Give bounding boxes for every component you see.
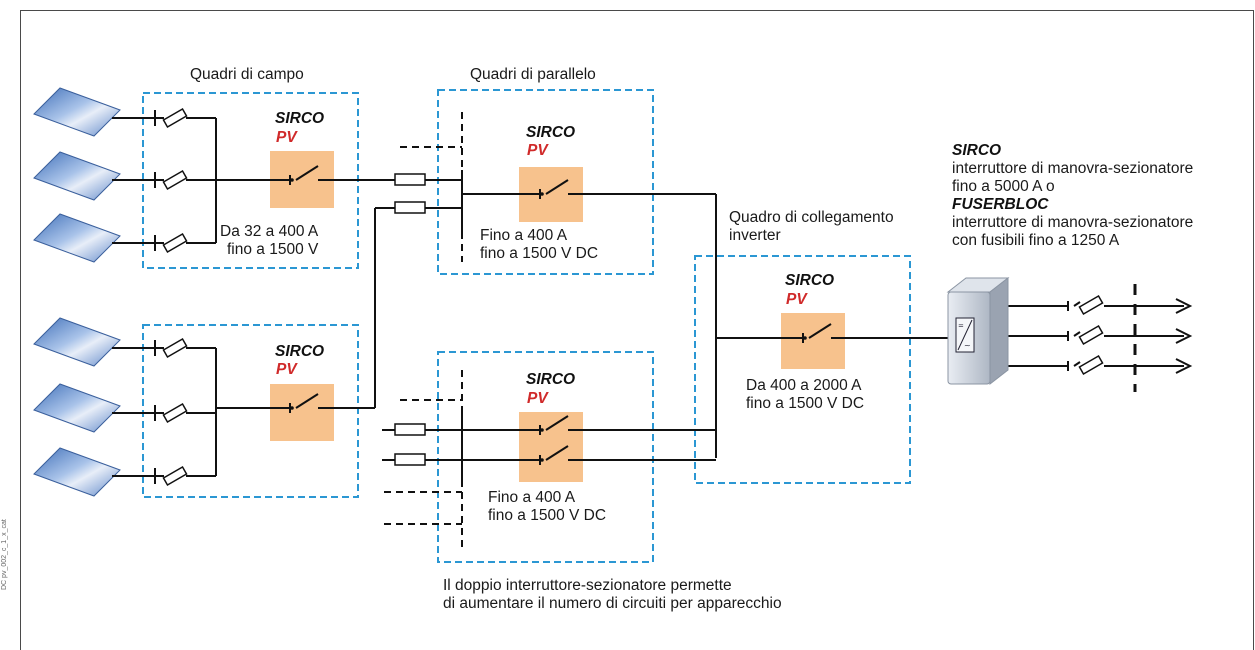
label-quadro-collegamento-2: inverter [729, 227, 781, 244]
outer-frame [20, 10, 1254, 650]
box-quadro-campo-bottom [142, 324, 359, 498]
fuse-icon [162, 108, 1104, 486]
rating-campo-voltage: fino a 1500 V [227, 241, 319, 258]
desc-fuserbloc-title: FUSERBLOC [952, 196, 1049, 213]
solar-panel-icon [33, 87, 121, 497]
brand-sirco: SIRCO [275, 343, 325, 360]
desc-sirco-title: SIRCO [952, 142, 1002, 159]
brand-pv: PV [527, 390, 548, 407]
brand-sirco: SIRCO [526, 371, 576, 388]
svg-text:~: ~ [964, 341, 971, 350]
label-quadri-parallelo: Quadri di parallelo [470, 66, 596, 83]
reference-code: DC pv_002_c_1_x_cat [1, 519, 8, 590]
rating-campo-current: Da 32 a 400 A [220, 223, 319, 240]
brand-pv: PV [786, 291, 807, 308]
label-quadro-collegamento-1: Quadro di collegamento [729, 209, 894, 226]
inverter-icon: = ~ [946, 276, 1010, 386]
desc-fuserbloc-line1: interruttore di manovra-sezionatore [952, 214, 1194, 231]
note-line1: Il doppio interruttore-sezionatore perme… [443, 577, 732, 594]
brand-sirco: SIRCO [526, 124, 576, 141]
brand-pv: PV [527, 142, 548, 159]
desc-fuserbloc-line2: con fusibili fino a 1250 A [952, 232, 1120, 249]
rating-parallelo-current: Fino a 400 A [480, 227, 568, 244]
box-quadro-parallelo-top [437, 89, 654, 275]
desc-sirco-line1: interruttore di manovra-sezionatore [952, 160, 1194, 177]
rating-parallelo-dual-current: Fino a 400 A [488, 489, 576, 506]
switch-block-parallelo-dual [519, 412, 583, 482]
brand-sirco: SIRCO [275, 110, 325, 127]
box-quadro-collegamento [694, 255, 911, 484]
switch-block-campo-bottom [270, 384, 334, 441]
rating-parallelo-voltage: fino a 1500 V DC [480, 245, 599, 262]
note-line2: di aumentare il numero di circuiti per a… [443, 595, 782, 612]
rating-collegamento-current: Da 400 a 2000 A [746, 377, 862, 394]
svg-text:=: = [958, 322, 964, 330]
label-quadri-campo: Quadri di campo [190, 66, 304, 83]
switch-block-collegamento [781, 313, 845, 369]
rating-parallelo-dual-voltage: fino a 1500 V DC [488, 507, 607, 524]
brand-pv: PV [276, 129, 297, 146]
brand-pv: PV [276, 361, 297, 378]
box-quadro-parallelo-bottom [437, 351, 654, 563]
desc-sirco-line2: fino a 5000 A o [952, 178, 1055, 195]
brand-sirco: SIRCO [785, 272, 835, 289]
rating-collegamento-voltage: fino a 1500 V DC [746, 395, 865, 412]
